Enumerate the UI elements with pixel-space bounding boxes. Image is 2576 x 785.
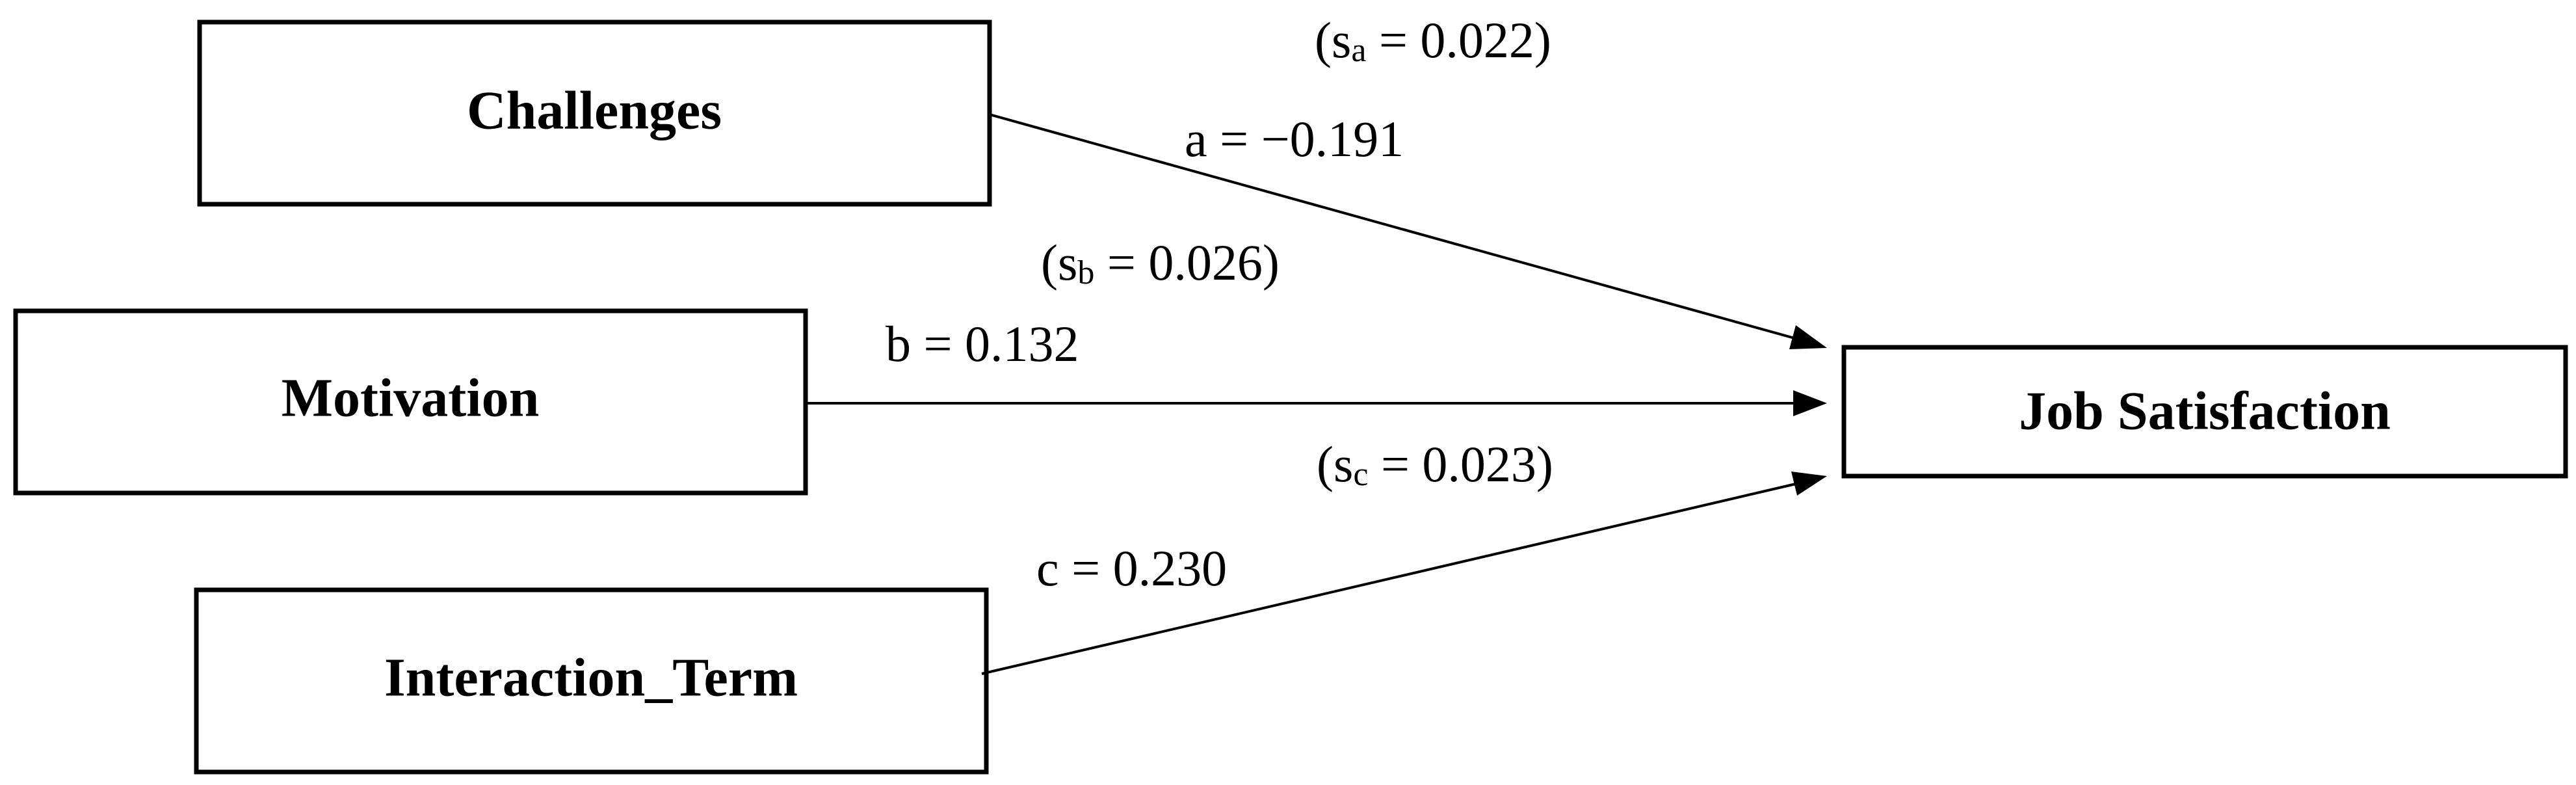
edge-b-arrowhead <box>1793 390 1827 416</box>
node-job-satisfaction: Job Satisfaction <box>1841 345 2568 479</box>
node-challenges-label: Challenges <box>467 80 722 140</box>
node-job-satisfaction-label: Job Satisfaction <box>2019 380 2391 441</box>
edge-c-arrowhead <box>1791 472 1827 496</box>
node-motivation: Motivation <box>13 308 808 496</box>
node-challenges: Challenges <box>197 20 992 207</box>
node-interaction-term-label: Interaction_Term <box>384 647 798 708</box>
coef-a-label: a = −0.191 <box>1185 111 1404 167</box>
edge-b <box>806 390 1827 416</box>
coef-c-label: c = 0.230 <box>1036 540 1227 596</box>
node-interaction-term: Interaction_Term <box>194 587 989 775</box>
edge-a <box>989 113 1827 349</box>
node-motivation-label: Motivation <box>282 367 540 428</box>
edge-c <box>981 472 1827 675</box>
coef-b-label: b = 0.132 <box>886 315 1079 372</box>
se-a-label: (sa = 0.022) <box>1315 12 1551 69</box>
se-b-label: (sb = 0.026) <box>1041 234 1280 291</box>
edge-a-arrowhead <box>1789 325 1827 349</box>
se-c-label: (sc = 0.023) <box>1317 436 1553 493</box>
